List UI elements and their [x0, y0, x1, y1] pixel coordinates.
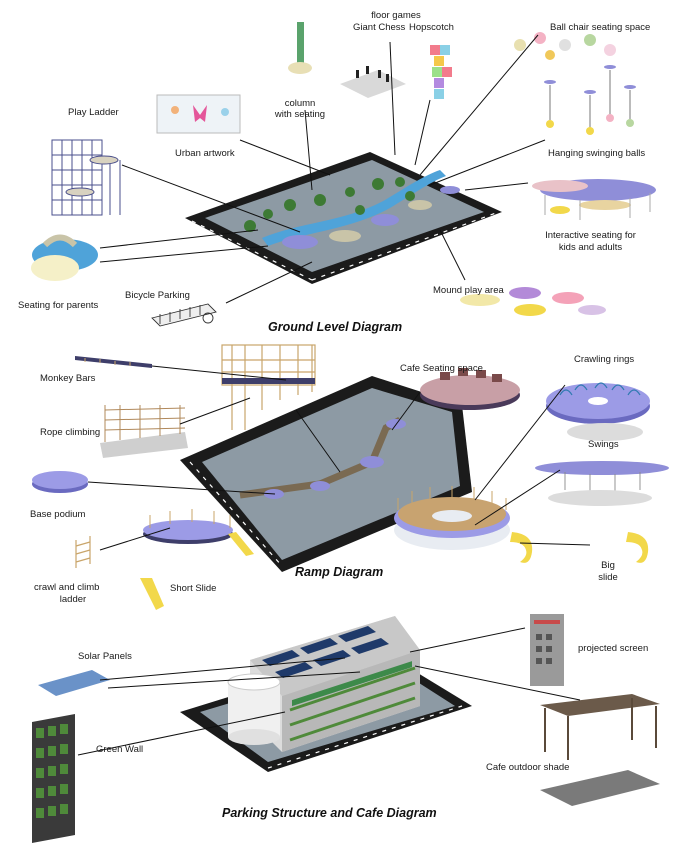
label-ball-chair: Ball chair seating space — [550, 22, 650, 33]
interactive-seating-illustration — [532, 179, 656, 220]
label-crawl-ladder-2: ladder — [34, 594, 112, 605]
ground-pad — [440, 186, 460, 194]
ground-pad — [371, 214, 399, 226]
label-hopscotch: Hopscotch — [409, 22, 454, 33]
label-big-slide-2: slide — [588, 572, 628, 583]
label-swings: Swings — [588, 439, 619, 450]
label-bicycle-parking: Bicycle Parking — [125, 290, 190, 301]
label-column-2: with seating — [268, 109, 332, 120]
ramp-node — [310, 481, 330, 491]
big-slide-detached — [626, 532, 648, 563]
ground-level-diagram — [31, 22, 656, 326]
label-urban-artwork: Urban artwork — [175, 148, 235, 159]
title-parking-cafe: Parking Structure and Cafe Diagram — [222, 806, 437, 820]
label-base-podium: Base podium — [30, 509, 85, 520]
giant-chess-illustration — [340, 70, 406, 98]
label-projected-screen: projected screen — [578, 643, 648, 654]
big-slide-illustration — [510, 532, 532, 563]
label-interactive-seating-2: kids and adults — [528, 242, 653, 253]
label-giant-chess: Giant Chess — [353, 22, 405, 33]
seating-parents-illustration — [31, 238, 98, 282]
label-cafe-shade: Cafe outdoor shade — [486, 762, 569, 773]
ramp-node — [360, 456, 384, 468]
column-seating-illustration — [297, 22, 304, 64]
hanging-balls-illustration — [544, 65, 636, 135]
label-rope-climbing: Rope climbing — [40, 427, 100, 438]
label-interactive-seating-1: Interactive seating for — [528, 230, 653, 241]
green-wall-illustration — [32, 714, 75, 843]
label-green-wall: Green Wall — [96, 744, 143, 755]
play-ladder-illustration — [52, 140, 120, 215]
cafe-shade-illustration — [540, 694, 660, 806]
swings-illustration — [535, 461, 669, 506]
bicycle-parking-illustration — [152, 304, 216, 326]
monkey-bars-illustration — [75, 356, 152, 368]
label-mound-play: Mound play area — [433, 285, 504, 296]
crawl-ladder-illustration — [76, 536, 90, 568]
rope-climbing-illustration — [100, 405, 188, 458]
label-crawling-rings: Crawling rings — [574, 354, 634, 365]
ground-pad — [282, 235, 318, 249]
short-slide-illustration — [140, 578, 164, 610]
label-floor-games: floor games — [356, 10, 436, 21]
label-big-slide-1: Big — [588, 560, 628, 571]
label-solar-panels: Solar Panels — [78, 651, 132, 662]
solar-panel-illustration — [38, 670, 110, 696]
column-base — [288, 62, 312, 74]
ground-pad — [329, 230, 361, 242]
ground-pad — [408, 200, 432, 210]
label-column-1: column — [278, 98, 322, 109]
projected-screen-illustration — [530, 614, 564, 686]
label-crawl-ladder-1: crawl and climb — [34, 582, 99, 593]
urban-artwork-illustration — [157, 95, 240, 133]
label-seating-parents: Seating for parents — [18, 300, 98, 311]
title-ground-level: Ground Level Diagram — [268, 320, 402, 334]
title-ramp: Ramp Diagram — [295, 565, 383, 579]
base-podium-illustration — [32, 471, 88, 493]
hopscotch-illustration — [430, 45, 452, 99]
label-short-slide: Short Slide — [170, 583, 216, 594]
label-monkey-bars: Monkey Bars — [40, 373, 95, 384]
label-play-ladder: Play Ladder — [68, 107, 119, 118]
label-cafe-seating: Cafe Seating space — [400, 363, 483, 374]
crawling-rings-illustration — [546, 383, 650, 441]
label-hanging-balls: Hanging swinging balls — [548, 148, 645, 159]
